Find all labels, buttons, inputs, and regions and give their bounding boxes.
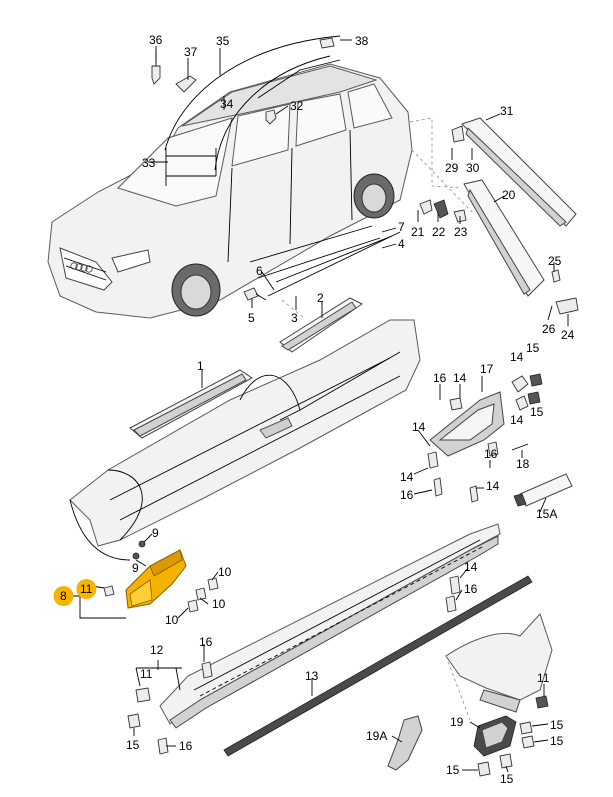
brand-rings-icon [70,262,93,273]
callout-15f[interactable]: 15 [446,763,460,777]
callout-16e[interactable]: 16 [199,635,213,649]
callout-16b[interactable]: 16 [484,447,498,461]
lower-bolts [127,575,535,777]
callout-37[interactable]: 37 [184,45,198,59]
callout-38[interactable]: 38 [355,34,369,48]
callout-14e[interactable]: 14 [400,470,414,484]
callout-14a[interactable]: 14 [510,350,524,364]
callout-19[interactable]: 19 [450,715,464,729]
sealant-tube [513,473,573,507]
callout-20[interactable]: 20 [502,188,516,202]
callout-22[interactable]: 22 [432,225,446,239]
callout-7[interactable]: 7 [398,220,405,234]
callout-12[interactable]: 12 [150,643,164,657]
sill-body-panel [69,319,421,561]
callout-31[interactable]: 31 [500,104,514,118]
callout-18[interactable]: 18 [516,457,530,471]
callout-16a[interactable]: 16 [433,371,447,385]
callout-29[interactable]: 29 [445,161,459,175]
sill-cover-12 [159,523,501,729]
callout-11a-highlight-disc [76,579,97,599]
pillar-trims [451,117,579,315]
callout-19A[interactable]: 19A [366,729,387,743]
callout-8[interactable]: 8 [60,589,67,603]
callout-23[interactable]: 23 [454,225,468,239]
callout-35[interactable]: 35 [216,34,230,48]
callout-14b[interactable]: 14 [453,371,467,385]
callout-9a[interactable]: 9 [152,526,159,540]
car-illustration [47,35,413,319]
callout-36[interactable]: 36 [149,33,163,47]
leader-lines [66,39,569,773]
callout-21[interactable]: 21 [411,225,425,239]
callout-6[interactable]: 6 [256,264,263,278]
callout-3[interactable]: 3 [291,311,298,325]
callout-11a[interactable]: 11 [80,582,93,596]
sill-trims [129,297,363,439]
callout-26[interactable]: 26 [542,322,556,336]
callout-32[interactable]: 32 [290,99,304,113]
callout-1[interactable]: 1 [197,359,204,373]
callout-16f[interactable]: 16 [179,739,193,753]
callout-11b[interactable]: 11 [140,667,153,681]
callout-16c[interactable]: 16 [400,488,414,502]
callout-14g[interactable]: 14 [464,560,478,574]
callout-8-highlight-disc [53,586,74,606]
callout-17[interactable]: 17 [480,362,494,376]
callout-15g[interactable]: 15 [500,772,514,786]
callout-10a[interactable]: 10 [218,565,232,579]
callout-5[interactable]: 5 [248,311,255,325]
callout-labels: 36 37 35 38 32 34 33 31 29 30 20 21 22 2… [53,33,575,786]
callout-30[interactable]: 30 [466,161,480,175]
reference-lines [281,117,473,319]
callout-15A[interactable]: 15A [536,507,557,521]
callout-15c[interactable]: 15 [550,718,564,732]
callout-15a[interactable]: 15 [526,341,540,355]
callout-11c[interactable]: 11 [537,671,550,685]
callout-16d[interactable]: 16 [464,582,478,596]
bolts-9-10 [132,540,219,613]
door-clips [243,199,467,301]
callout-34[interactable]: 34 [220,97,234,111]
callout-2[interactable]: 2 [317,291,324,305]
bracket-17 [427,373,543,503]
strip-13 [223,575,533,757]
callout-4[interactable]: 4 [398,237,405,251]
callout-15e[interactable]: 15 [126,738,140,752]
callout-15d[interactable]: 15 [550,734,564,748]
bracket-19A [387,715,423,771]
callout-10c[interactable]: 10 [165,613,179,627]
callout-24[interactable]: 24 [561,328,575,342]
bracket-19 [473,695,549,757]
callout-9b[interactable]: 9 [132,561,139,575]
roof-clips [151,37,335,125]
wheel-arch-flap [445,613,553,721]
seal-strips [249,225,401,297]
callout-14d[interactable]: 14 [412,420,426,434]
callout-15b[interactable]: 15 [530,405,544,419]
callout-14f[interactable]: 14 [486,479,500,493]
callout-14c[interactable]: 14 [510,413,524,427]
callout-25[interactable]: 25 [548,254,562,268]
callout-33[interactable]: 33 [142,156,156,170]
callout-10b[interactable]: 10 [212,597,226,611]
callout-13[interactable]: 13 [305,669,319,683]
bracket-8-highlighted [103,549,187,609]
